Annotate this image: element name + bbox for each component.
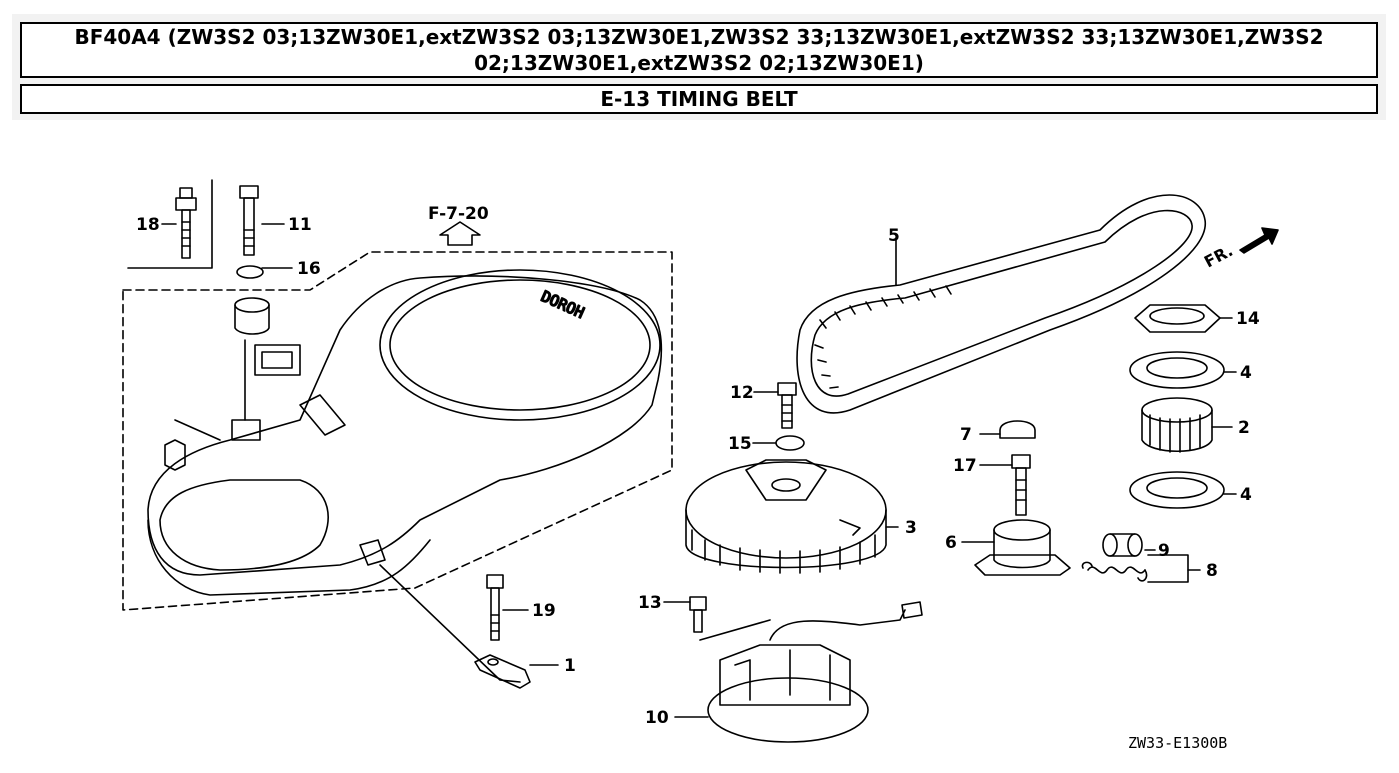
leader-1 [379,564,521,683]
washer-4-upper-icon [1129,351,1225,389]
leader-cover [174,419,221,441]
group-bracket-8 [1147,554,1189,583]
callout-14: 14 [1236,309,1260,329]
cover-logo-text: DOROH [538,287,587,322]
callout-2: 2 [1238,418,1250,438]
callout-4-upper: 4 [1240,363,1252,383]
washer-15-icon [775,435,805,451]
callout-9: 9 [1158,541,1170,561]
callout-11: 11 [288,215,312,235]
timing-belt-cover: DOROH [147,269,663,596]
washer-16-icon [236,265,264,279]
callout-3: 3 [905,518,917,538]
reference-label: F-7-20 [428,204,489,224]
tensioner-6-icon [974,519,1071,576]
page-title: BF40A4 (ZW3S2 03;13ZW30E1,extZW3S2 03;13… [20,22,1378,78]
callout-16: 16 [297,259,321,279]
grommet-icon [234,297,270,335]
callout-6: 6 [945,533,957,553]
callout-17: 17 [953,456,977,476]
callout-18: 18 [136,215,160,235]
timing-belt-icon [796,194,1206,414]
bolt-13-icon [689,596,707,633]
cap-7-icon [999,420,1036,439]
callout-5: 5 [888,226,900,246]
callout-8: 8 [1206,561,1218,581]
bolt-12-icon [777,382,797,429]
header-panel: BF40A4 (ZW3S2 03;13ZW30E1,extZW3S2 03;13… [12,14,1386,120]
bolt-18-icon [175,187,197,259]
cover-assembly-outline [122,251,673,611]
section-title: E-13 TIMING BELT [20,84,1378,114]
leader-13 [699,619,771,641]
pulser-coil-10-icon [707,601,923,743]
spring-8-icon [1081,561,1148,582]
callout-13: 13 [638,593,662,613]
callout-10: 10 [645,708,669,728]
callout-4-lower: 4 [1240,485,1252,505]
bolt-bracket-line [127,179,213,269]
bolt-17-icon [1011,454,1031,516]
clip-1-icon [474,654,531,689]
diagram-code: ZW33-E1300B [1128,734,1227,752]
front-direction-arrow-icon [1239,227,1279,254]
callout-12: 12 [730,383,754,403]
bolt-19-icon [486,574,504,641]
drive-pulley-3-icon [685,459,887,574]
nut-14-icon [1134,304,1221,333]
bolt-11-icon [239,185,259,256]
reference-arrow-icon [439,221,481,246]
washer-4-lower-icon [1129,471,1225,509]
collar-9-icon [1102,533,1143,557]
callout-7: 7 [960,425,972,445]
callout-15: 15 [728,434,752,454]
pulley-2-icon [1141,397,1213,453]
callout-1: 1 [564,656,576,676]
front-direction-label: FR. [1201,241,1236,272]
callout-19: 19 [532,601,556,621]
